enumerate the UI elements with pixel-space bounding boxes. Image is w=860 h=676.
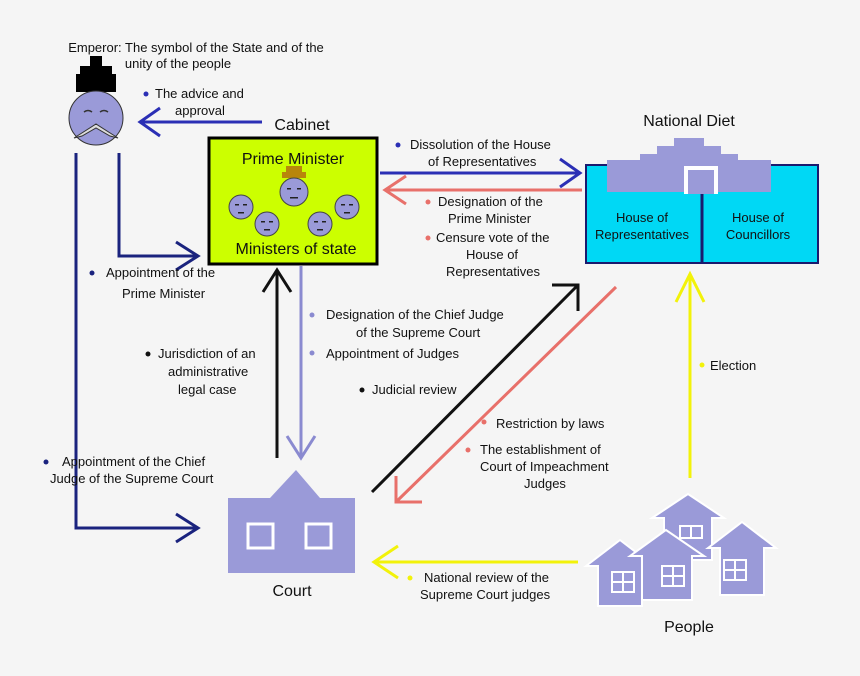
election-arrow: [674, 270, 706, 478]
advice-label-line1: The advice and: [155, 86, 244, 101]
national-review-arrow: [371, 544, 578, 580]
dissolution-arrow: [380, 157, 583, 189]
minister-faces: [228, 194, 360, 237]
emperor-caption-line2: unity of the people: [125, 56, 231, 71]
jurisdiction-label-line2: administrative: [168, 364, 248, 379]
designation-chief-label-line1: Designation of the Chief Judge: [326, 307, 504, 322]
advice-label-line2: approval: [175, 103, 225, 118]
dissolution-label-line1: Dissolution of the House: [410, 137, 551, 152]
appoint-judges-arrow: [285, 266, 317, 461]
bullet-dot: [407, 575, 413, 581]
jurisdiction-label-line1: Jurisdiction of an: [158, 346, 256, 361]
jurisdiction-arrow: [261, 267, 293, 458]
national-diet-building: [585, 138, 819, 264]
designation-chief-label-line2: of the Supreme Court: [356, 325, 481, 340]
judicial-review-label: Judicial review: [372, 382, 457, 397]
restriction-arrow: [394, 285, 618, 504]
bullet-dot: [395, 142, 401, 148]
advice-arrow: [137, 106, 262, 138]
bullet-dot: [359, 387, 365, 393]
minister-face-icon: [228, 194, 254, 220]
prime-minister-label: Prime Minister: [242, 151, 345, 168]
house-councillors-label-line1: House of: [732, 210, 784, 225]
bullet-dot: [699, 362, 705, 368]
court-title: Court: [272, 583, 312, 600]
censure-label-line1: Censure vote of the: [436, 230, 549, 245]
censure-label-line3: Representatives: [446, 264, 540, 279]
emperor-figure: [68, 56, 124, 146]
appoint-pm-label-line1: Appointment of the: [106, 265, 215, 280]
minister-face-icon: [307, 211, 333, 237]
appoint-chief-label-line1: Appointment of the Chief: [62, 454, 205, 469]
bullet-dot: [465, 447, 471, 453]
bullet-dot: [425, 235, 431, 241]
appoint-chief-label-line2: Judge of the Supreme Court: [50, 471, 214, 486]
designation-pm-arrow: [382, 174, 582, 206]
national-diet-title: National Diet: [643, 113, 735, 130]
election-label: Election: [710, 358, 756, 373]
cabinet-title: Cabinet: [274, 117, 330, 134]
bullet-dot: [309, 350, 315, 356]
bullet-dot: [143, 91, 149, 97]
house-rep-label-line2: Representatives: [595, 227, 689, 242]
minister-face-icon: [254, 211, 280, 237]
appoint-judges-label: Appointment of Judges: [326, 346, 459, 361]
impeach-label-line3: Judges: [524, 476, 566, 491]
national-review-label-line2: Supreme Court judges: [420, 587, 551, 602]
ministers-label: Ministers of state: [236, 241, 357, 258]
impeach-label-line1: The establishment of: [480, 442, 601, 457]
national-review-label-line1: National review of the: [424, 570, 549, 585]
jurisdiction-label-line3: legal case: [178, 382, 237, 397]
impeach-label-line2: Court of Impeachment: [480, 459, 609, 474]
bullet-dot: [43, 459, 49, 465]
people-houses-icon: [583, 492, 779, 607]
house-rep-label-line1: House of: [616, 210, 668, 225]
bullet-dot: [425, 199, 431, 205]
bullet-dot: [309, 312, 315, 318]
bullet-dot: [145, 351, 151, 357]
appoint-pm-label-line2: Prime Minister: [122, 286, 206, 301]
prime-minister-face-icon: [279, 166, 309, 207]
appoint-chief-arrow: [74, 153, 201, 544]
designation-pm-label-line1: Designation of the: [438, 194, 543, 209]
judicial-review-arrow: [370, 283, 580, 494]
censure-label-line2: House of: [466, 247, 518, 262]
people-title: People: [664, 619, 714, 636]
bullet-dot: [89, 270, 95, 276]
house-councillors-label-line2: Councillors: [726, 227, 791, 242]
dissolution-label-line2: of Representatives: [428, 154, 537, 169]
minister-face-icon: [334, 194, 360, 220]
appoint-pm-arrow: [117, 153, 201, 272]
court-building: [228, 470, 355, 573]
emperor-caption-line1: Emperor: The symbol of the State and of …: [68, 40, 324, 55]
restriction-label: Restriction by laws: [496, 416, 605, 431]
bullet-dot: [481, 419, 487, 425]
designation-pm-label-line2: Prime Minister: [448, 211, 532, 226]
